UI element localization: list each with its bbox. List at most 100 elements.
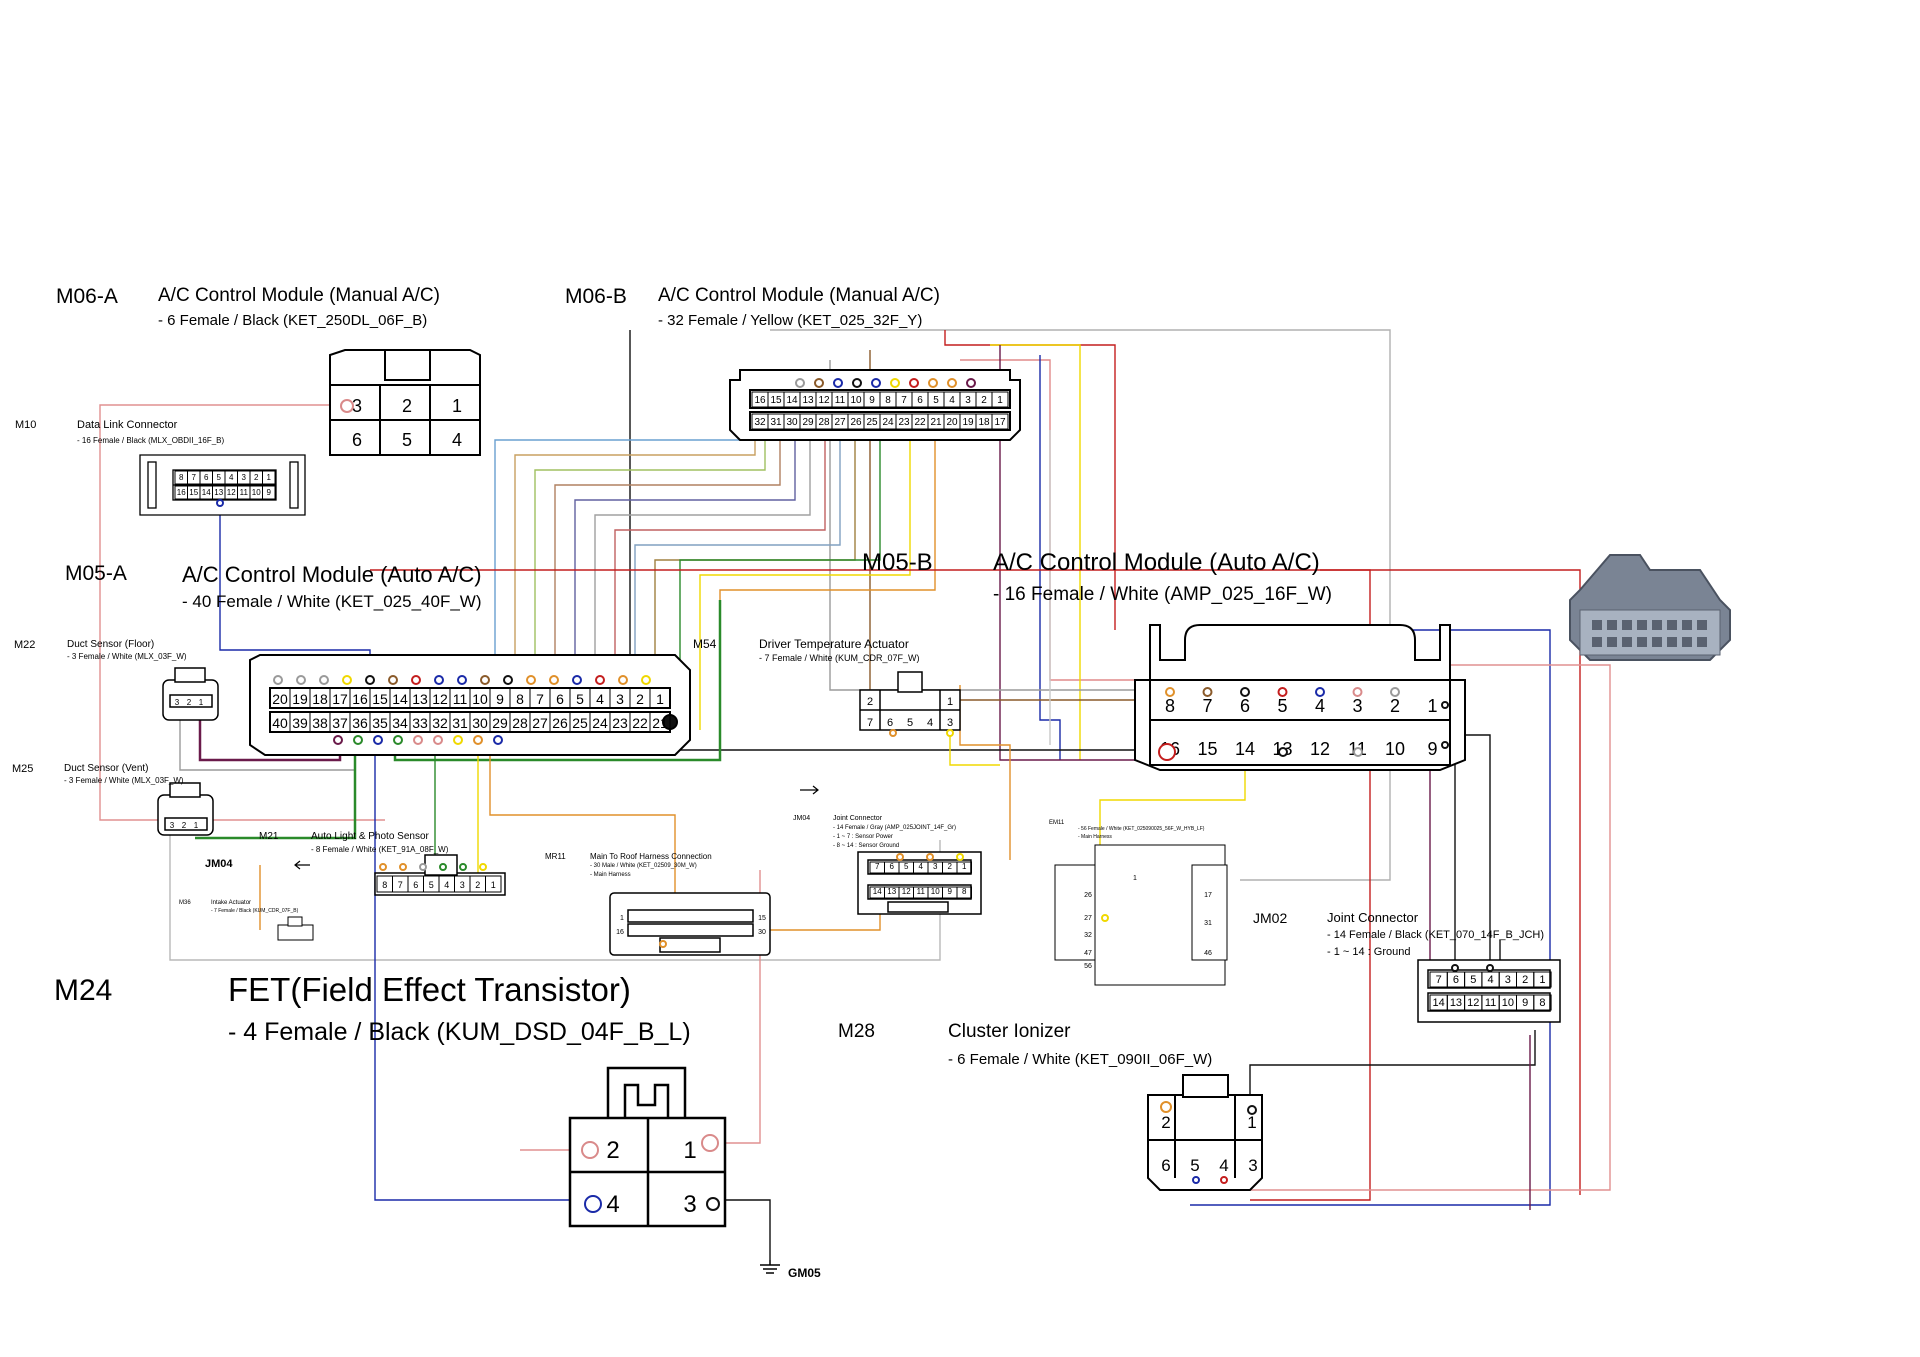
m06a-pin-3: 3: [352, 396, 362, 416]
jm02-pin-1: 1: [1539, 974, 1545, 986]
mr11-pin-right-bottom: 30: [758, 929, 766, 936]
m06b-pin-7: 7: [901, 395, 907, 406]
m05a-pin-37: 37: [332, 715, 348, 731]
m05a-pin-33: 33: [412, 715, 428, 731]
jm02-pin-14: 14: [1433, 997, 1445, 1009]
m06b-pin-2: 2: [981, 395, 987, 406]
m06b-pin-16: 16: [754, 395, 766, 406]
m05b-pin-8: 8: [1165, 696, 1175, 716]
m21-wire-marker: [399, 863, 407, 871]
m54-pin-7: 7: [867, 717, 873, 729]
m21-pin-5: 5: [429, 880, 434, 890]
m54-wire-marker: [946, 729, 954, 737]
m06b-wire-marker: [947, 378, 957, 388]
m05a-pin-39: 39: [292, 715, 308, 731]
m05a-pin-1: 1: [656, 691, 664, 707]
m05a-wire-marker: [413, 735, 423, 745]
jm04-pin-10: 10: [931, 887, 940, 896]
m05b-pin-1: 1: [1427, 696, 1437, 716]
m10-pin-14: 14: [202, 488, 211, 497]
m06b-pin-30: 30: [786, 417, 798, 428]
m06b-spec: - 32 Female / Yellow (KET_025_32F_Y): [658, 312, 923, 329]
m05b-pin-15: 15: [1197, 739, 1217, 759]
m10-pin-1: 1: [267, 473, 272, 482]
jm04-pin-8: 8: [962, 887, 967, 896]
m10-pin-15: 15: [189, 488, 198, 497]
m05a-wire-marker: [493, 735, 503, 745]
m21-pin-8: 8: [382, 880, 387, 890]
m24-wire-marker: [581, 1141, 599, 1159]
em11-pin-56: 56: [1084, 963, 1092, 970]
m05a-pin-20: 20: [272, 691, 288, 707]
m05b-wire-marker: [1165, 687, 1175, 697]
m06b-pin-23: 23: [898, 417, 910, 428]
jm04-pin-3: 3: [933, 862, 938, 871]
jm02-pin-10: 10: [1502, 997, 1514, 1009]
m05b-wire-marker: [1315, 687, 1325, 697]
arrow-left: [294, 860, 310, 870]
jm04-pin-7: 7: [875, 862, 880, 871]
mr11-wire-marker: [659, 940, 667, 948]
m06b-wire-marker: [852, 378, 862, 388]
jm02-connector: [1417, 959, 1561, 1023]
m06a-title: A/C Control Module (Manual A/C): [158, 285, 440, 306]
m21-wire-marker: [419, 863, 427, 871]
mr11-pin-left-bottom: 16: [616, 929, 624, 936]
wire-m06b-a5: [574, 430, 796, 690]
m05a-wire-marker: [333, 735, 343, 745]
m28-pin-3: 3: [1248, 1156, 1257, 1175]
m05b-wire-marker: [1158, 743, 1176, 761]
m05a-pin-5: 5: [576, 691, 584, 707]
m36-connector: [277, 916, 314, 941]
wire-red-main: [370, 569, 1371, 1201]
m54-title: Driver Temperature Actuator: [759, 637, 909, 651]
m06b-pin-19: 19: [962, 417, 974, 428]
arrow-marks: [294, 785, 819, 870]
wire-yellow-outer: [990, 344, 1081, 760]
m28-id: M28: [838, 1021, 875, 1042]
m06b-pin-4: 4: [949, 395, 955, 406]
m10-pin-6: 6: [204, 473, 209, 482]
m25-connector: [157, 782, 214, 836]
m54-pin-5: 5: [907, 717, 913, 729]
m10-pin-4: 4: [229, 473, 234, 482]
mr11-connector: [609, 892, 771, 956]
m05a-wire-marker: [319, 675, 329, 685]
m05a-pin-13: 13: [412, 691, 428, 707]
wire-m06b-a7: [614, 440, 826, 690]
m05a-id: M05-A: [65, 562, 127, 585]
m05a-pin-2: 2: [636, 691, 644, 707]
m05b-wire-marker: [1352, 687, 1363, 697]
m06a-pin-4: 4: [452, 430, 462, 450]
m06a-pin-6: 6: [352, 430, 362, 450]
m05a-pin-35: 35: [372, 715, 388, 731]
m06b-wire-marker: [966, 378, 976, 388]
em11-pin-32: 32: [1084, 932, 1092, 939]
jm04-spec1: - 14 Female / Gray (AMP_025JOINT_14F_Gr): [833, 825, 957, 831]
m21-wire-marker: [459, 863, 467, 871]
m28-wire-marker: [1192, 1176, 1200, 1184]
m28-spec: - 6 Female / White (KET_090II_06F_W): [948, 1051, 1213, 1068]
mr11-title: Main To Roof Harness Connection: [590, 852, 712, 861]
m05a-pin-10: 10: [472, 691, 488, 707]
m05a-pin-29: 29: [492, 715, 508, 731]
m21-pin-3: 3: [460, 880, 465, 890]
m25-pin-1: 1: [194, 821, 199, 830]
m22-pin-1: 1: [199, 698, 204, 707]
m06a-connector: [329, 349, 481, 456]
m05a-title: A/C Control Module (Auto A/C): [182, 562, 482, 587]
m06a-pin-1: 1: [452, 396, 462, 416]
jm02-pin-13: 13: [1450, 997, 1462, 1009]
m36-id: M36: [179, 900, 191, 906]
m25-pin-3: 3: [170, 821, 175, 830]
wire-yellow-2: [949, 730, 1000, 766]
m22-id: M22: [14, 639, 36, 651]
m06b-pin-1: 1: [997, 395, 1003, 406]
m05b-title: A/C Control Module (Auto A/C): [993, 549, 1320, 576]
m06b-pin-13: 13: [802, 395, 814, 406]
jm04-cell: [956, 861, 972, 874]
jm02-pin-12: 12: [1467, 997, 1479, 1009]
m05a-wire-marker: [373, 735, 383, 745]
m05a-spec: - 40 Female / White (KET_025_40F_W): [182, 592, 482, 611]
